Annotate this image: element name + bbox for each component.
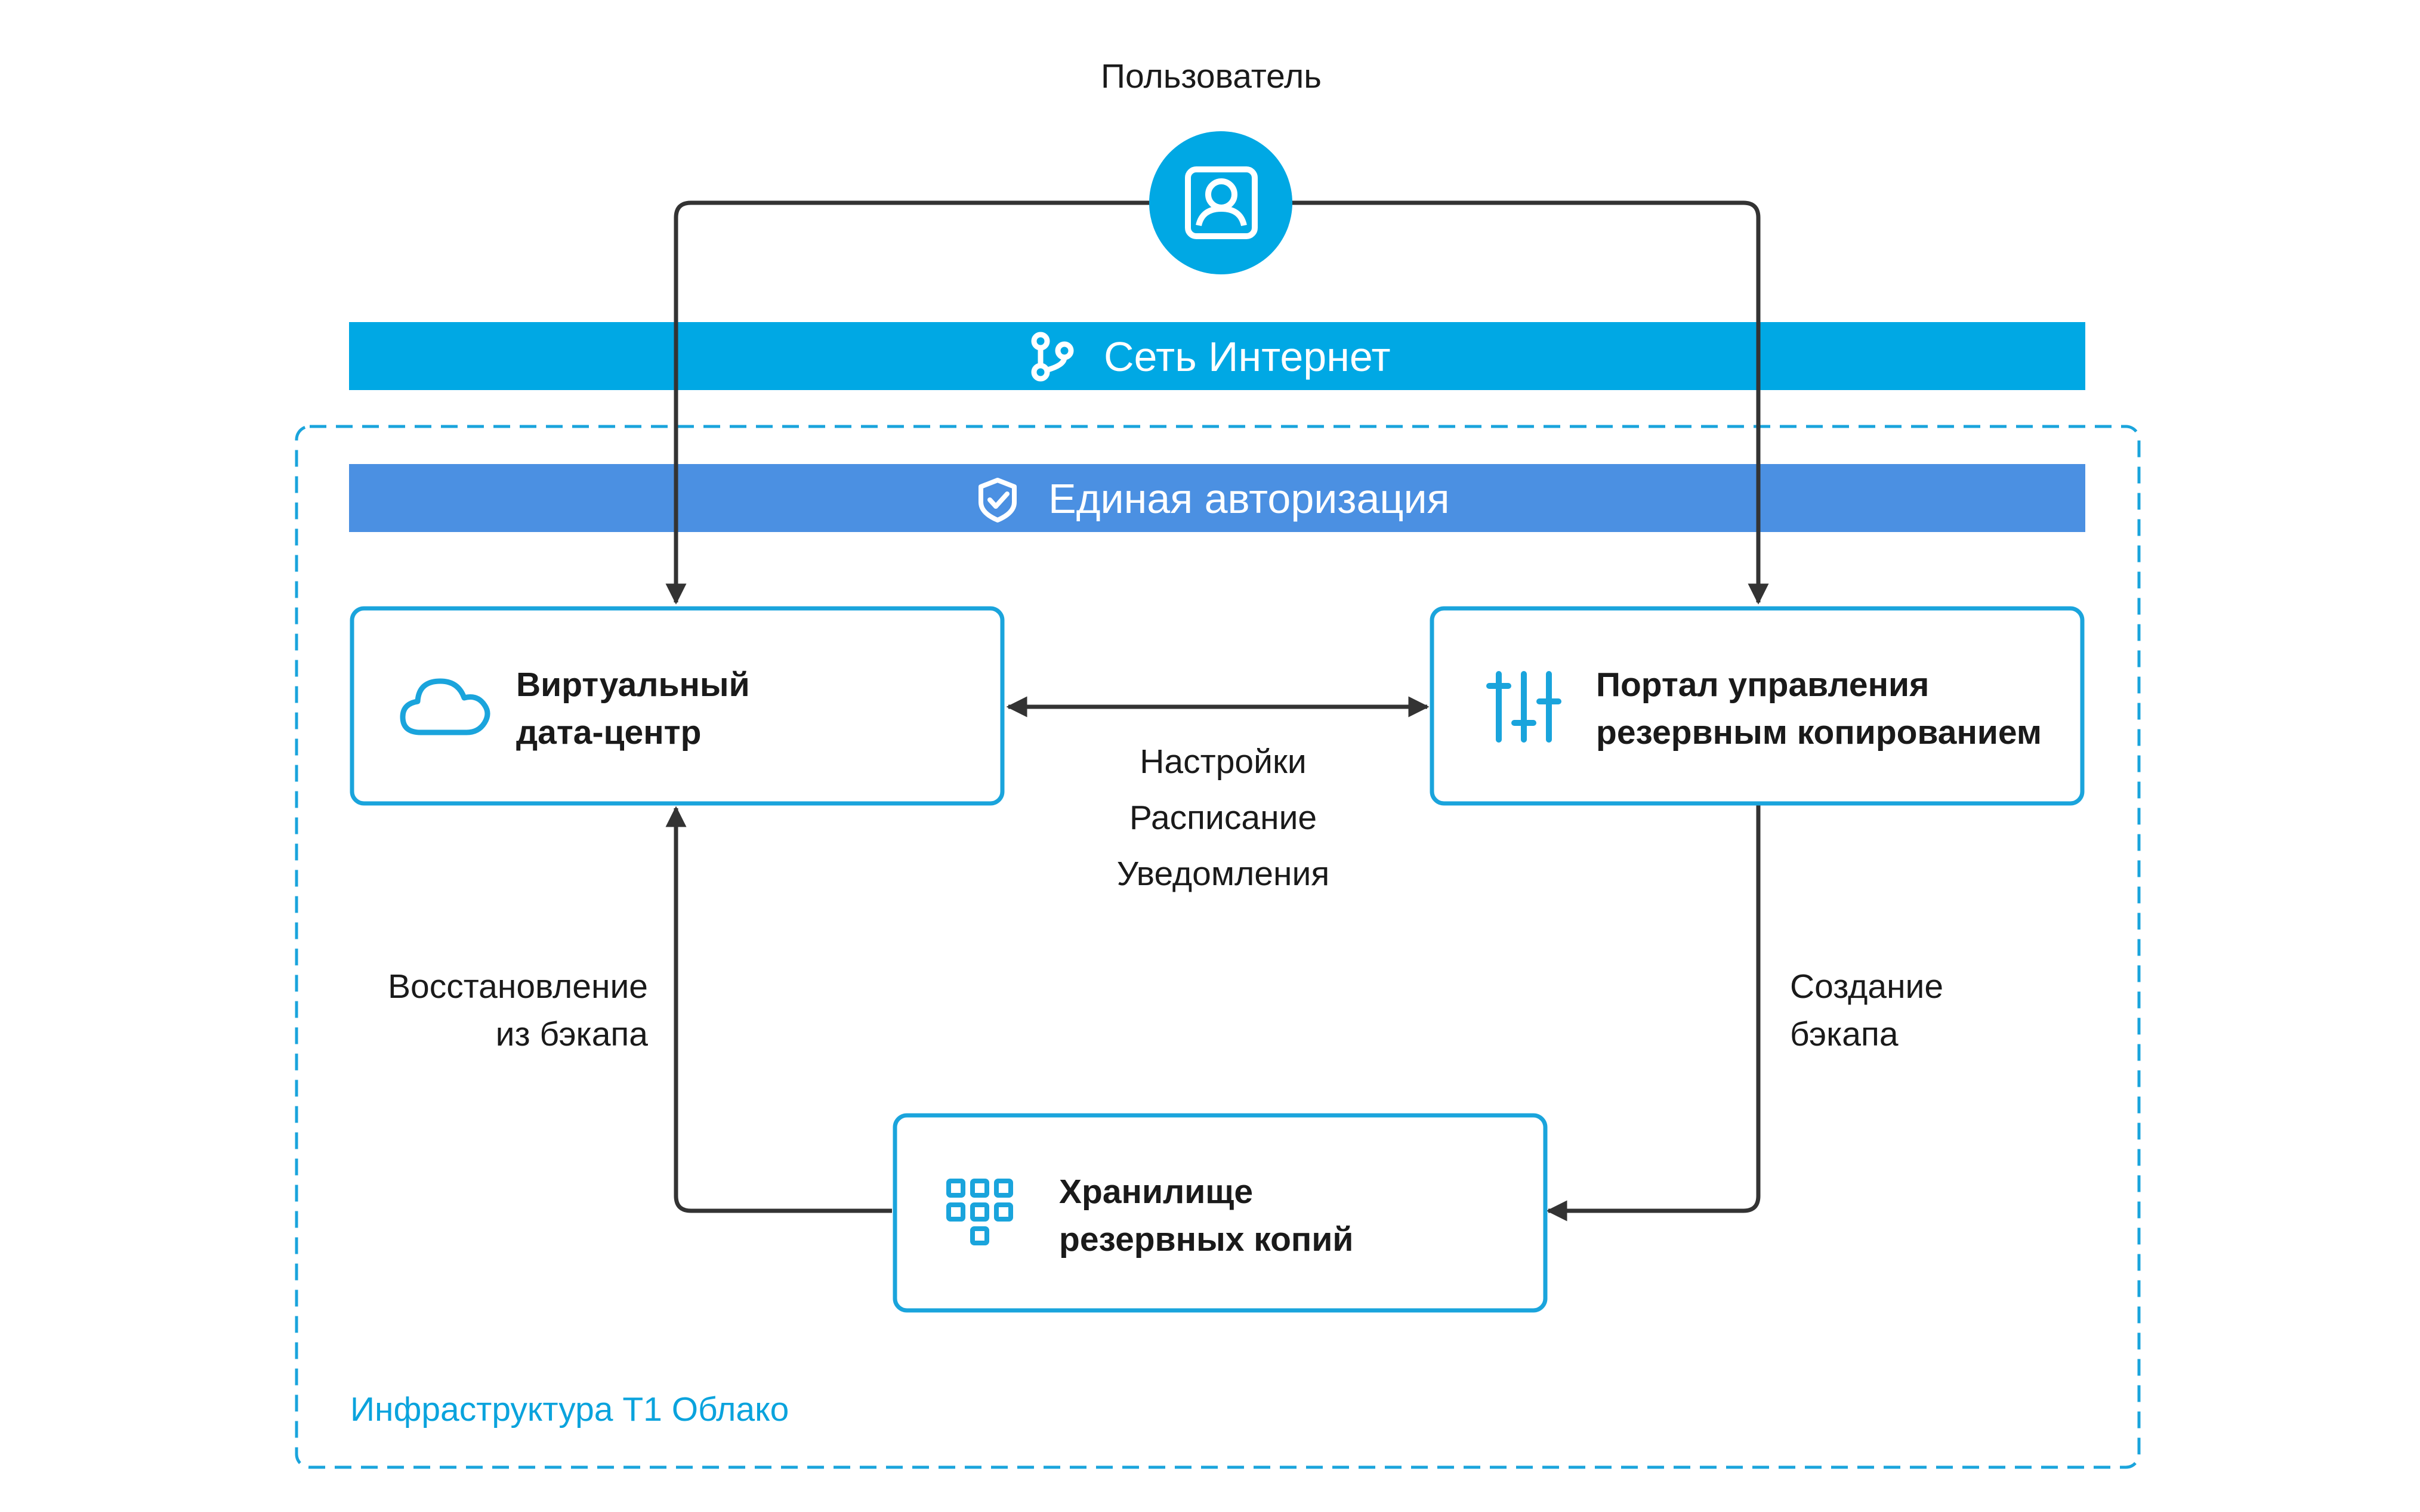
edge-create-line1: Создание: [1790, 967, 1944, 1006]
infrastructure-region: [295, 425, 2141, 1469]
branch-icon: [1031, 332, 1074, 382]
node-portal: [1430, 606, 2085, 806]
edge-storage-to-vdc: [665, 806, 892, 1213]
user-icon: [1185, 166, 1258, 239]
edge-user-to-vdc: [665, 200, 1155, 605]
edge-restore-line1: Восстановление: [387, 967, 648, 1006]
node-storage-title: Хранилище резервных копий: [1059, 1168, 1353, 1263]
auth-band: [349, 464, 2085, 532]
edge-restore-label: Восстановление из бэкапа: [352, 963, 648, 1058]
node-vdc: [350, 606, 1005, 806]
shield-check-icon: [979, 478, 1017, 522]
edge-portal-to-storage: [1546, 805, 1761, 1222]
edge-create-line2: бэкапа: [1790, 1015, 1899, 1053]
cloud-icon: [400, 678, 490, 735]
edge-settings-label: Настройки Расписание Уведомления: [1074, 734, 1372, 902]
edge-create-label: Создание бэкапа: [1790, 963, 1943, 1058]
internet-band-label: Сеть Интернет: [1104, 333, 1391, 380]
edge-settings-line2: Расписание: [1129, 799, 1317, 837]
user-label: Пользователь: [1101, 57, 1322, 95]
edge-user-to-portal: [1288, 200, 1769, 605]
node-portal-title-line1: Портал управления: [1596, 666, 1930, 704]
auth-band-label: Единая авторизация: [1048, 475, 1450, 522]
grid-icon: [946, 1179, 1013, 1245]
user-node: [1149, 131, 1292, 274]
node-storage-title-line2: резервных копий: [1059, 1220, 1354, 1259]
sliders-icon: [1486, 671, 1561, 743]
node-portal-title: Портал управления резервным копированием: [1596, 661, 2042, 756]
node-vdc-title-line1: Виртуальный: [516, 666, 750, 704]
node-vdc-title-line2: дата-центр: [516, 713, 702, 752]
node-portal-title-line2: резервным копированием: [1596, 713, 2042, 752]
edge-restore-line2: из бэкапа: [495, 1015, 648, 1053]
node-vdc-title: Виртуальный дата-центр: [516, 661, 750, 756]
node-storage: [893, 1113, 1548, 1313]
internet-band: [349, 322, 2085, 390]
node-storage-title-line1: Хранилище: [1059, 1173, 1254, 1211]
edge-settings-line3: Уведомления: [1116, 855, 1330, 893]
infrastructure-region-label: Инфраструктура Т1 Облако: [350, 1390, 789, 1428]
edge-settings-line1: Настройки: [1140, 743, 1307, 781]
